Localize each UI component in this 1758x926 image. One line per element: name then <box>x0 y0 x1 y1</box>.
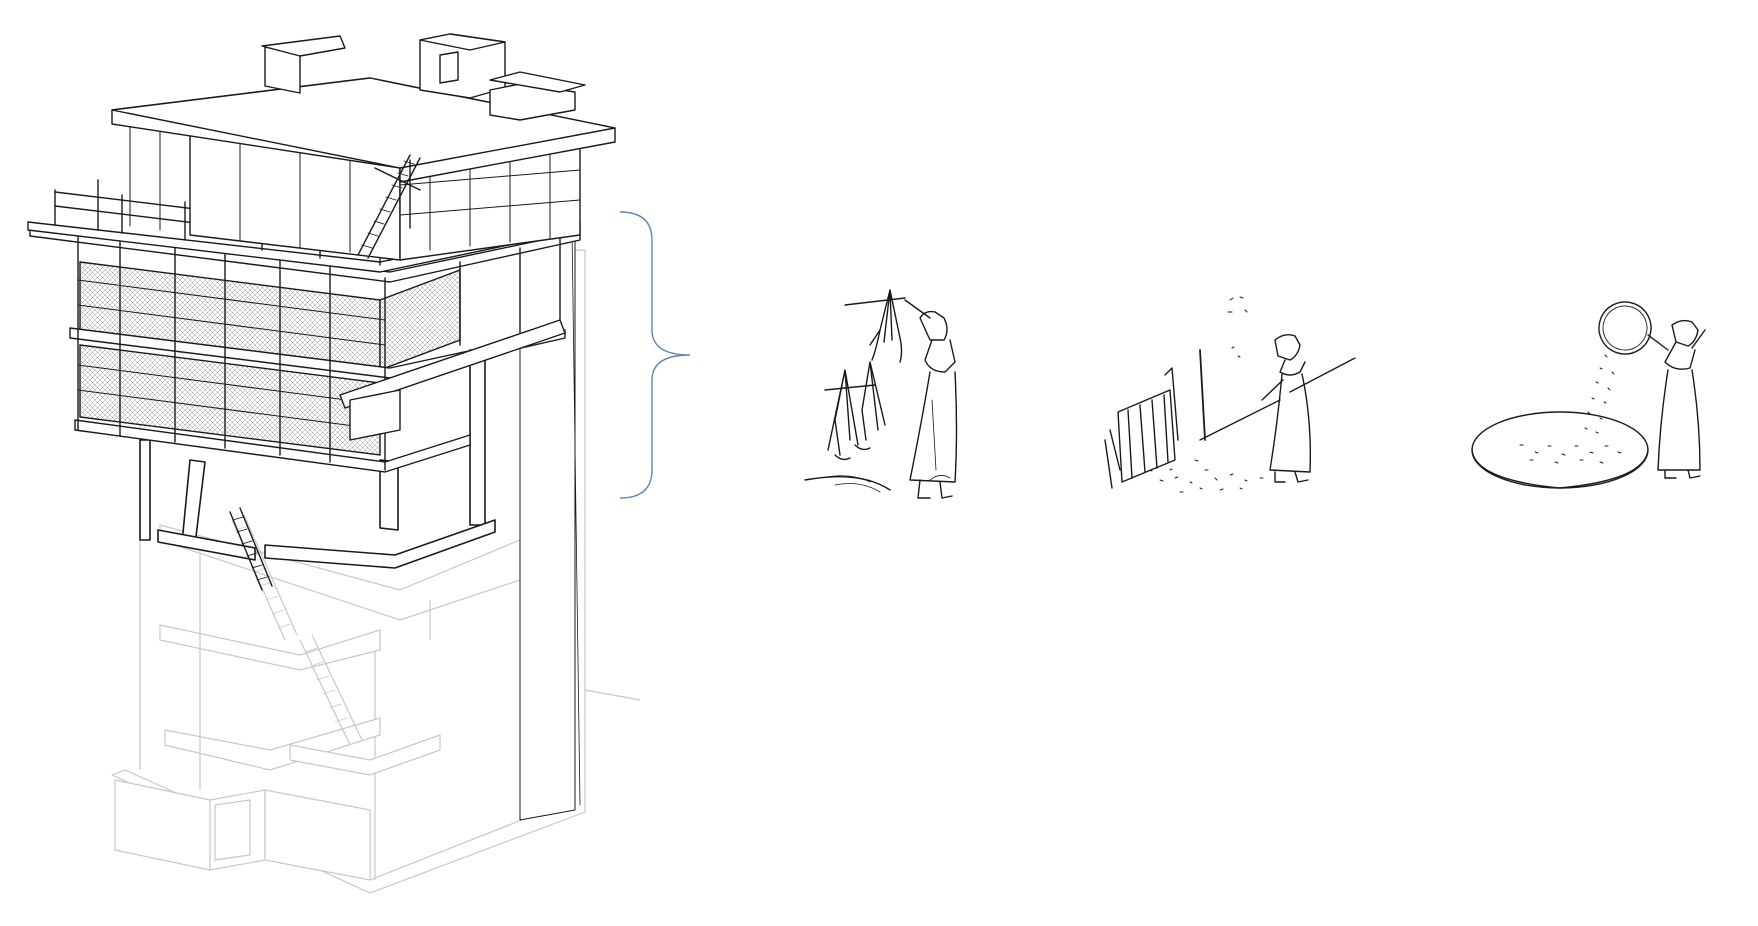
mid-deck <box>29 227 581 473</box>
mid-ladder <box>229 507 273 591</box>
building-axonometric <box>27 33 641 894</box>
curly-brace <box>619 211 691 499</box>
lower-tower-faded <box>111 249 641 894</box>
sketch-winnowing <box>1471 301 1706 489</box>
side-wall <box>519 214 581 821</box>
sketch-hanging-crops <box>804 289 958 499</box>
top-pavilion <box>111 33 616 261</box>
support-columns <box>139 349 486 546</box>
sketch-threshing <box>1104 296 1356 493</box>
lower-slab <box>157 519 496 569</box>
